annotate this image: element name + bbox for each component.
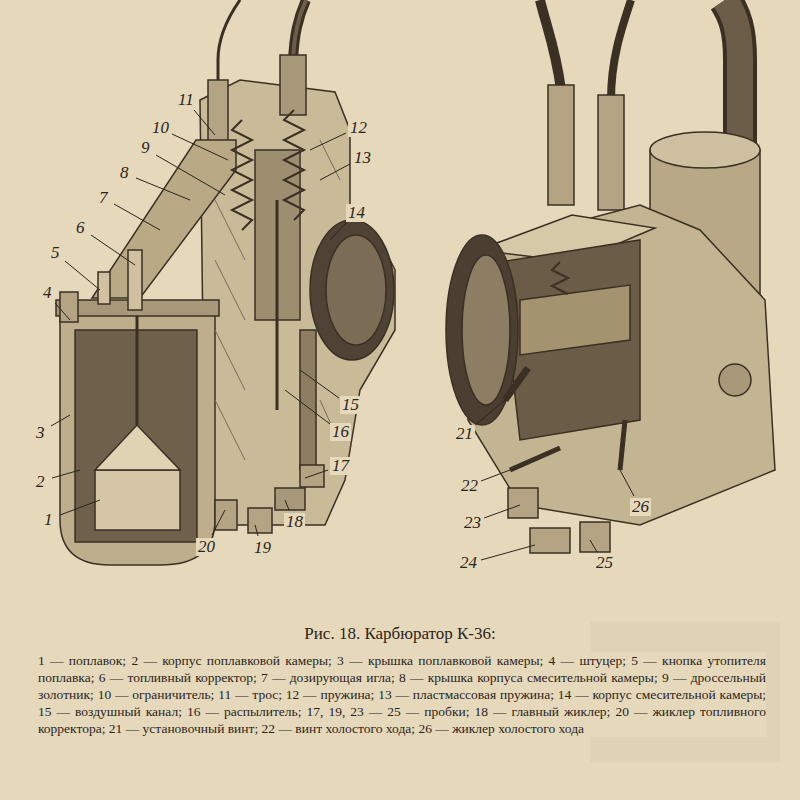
fitting: [548, 85, 574, 205]
float-chamber-top: [650, 132, 760, 168]
passage: [520, 285, 630, 355]
callout-number: 7: [97, 189, 110, 207]
leader-line: [590, 540, 597, 552]
callout-number: 13: [352, 149, 373, 167]
idle-screw: [510, 448, 560, 470]
plug: [530, 528, 570, 553]
tickler: [98, 272, 110, 304]
parts-key: 1 — поплавок; 2 — корпус поплавковой кам…: [38, 652, 766, 737]
idle-jet: [620, 420, 625, 470]
callout-number: 21: [454, 425, 475, 443]
cable: [218, 0, 240, 82]
plug: [580, 522, 610, 552]
leader-line: [60, 500, 100, 515]
leader-line: [136, 178, 190, 200]
carburetor-exterior: [446, 0, 775, 553]
leader-line: [305, 470, 328, 478]
bore-inner: [326, 235, 386, 345]
callout-number: 15: [340, 396, 361, 414]
callout-number: 26: [630, 498, 651, 516]
bore-inner: [462, 255, 510, 405]
callout-number: 19: [252, 539, 273, 557]
air-channel: [300, 330, 316, 470]
spring: [552, 262, 568, 294]
callout-number: 17: [330, 457, 351, 475]
float-cone: [95, 425, 180, 470]
callout-number: 5: [49, 244, 62, 262]
callout-number: 18: [284, 513, 305, 531]
plug: [215, 500, 237, 530]
callout-number: 24: [458, 554, 479, 572]
carburetor-cutaway: [56, 0, 395, 565]
figure-caption: Рис. 18. Карбюратор К-36:: [0, 624, 800, 644]
leader-line: [330, 222, 347, 240]
callout-number: 14: [346, 204, 367, 222]
fitting: [598, 95, 624, 210]
spring: [232, 120, 252, 230]
callout-number: 9: [139, 139, 152, 157]
leader-line: [65, 261, 100, 290]
chamber-cover: [92, 140, 236, 298]
leader-line: [474, 400, 505, 426]
cable: [540, 0, 561, 90]
callout-number: 8: [118, 164, 131, 182]
cable: [293, 0, 306, 62]
callout-number: 10: [150, 119, 171, 137]
leader-line: [91, 235, 135, 265]
spring: [284, 110, 304, 220]
plug: [248, 508, 272, 533]
leader-line: [172, 134, 228, 160]
leader-line: [310, 133, 346, 150]
callout-number: 25: [594, 554, 615, 572]
float-needle: [136, 300, 139, 425]
leader-line: [156, 155, 225, 195]
leader-line: [481, 470, 510, 481]
callout-number: 2: [34, 473, 47, 491]
adjusting-screw: [505, 368, 528, 400]
leader-lines: [51, 110, 634, 560]
callout-number: 6: [74, 219, 87, 237]
callout-number: 23: [462, 514, 483, 532]
bore: [310, 220, 394, 360]
callout-number: 3: [34, 424, 47, 442]
leader-line: [300, 370, 339, 398]
leader-line: [114, 204, 160, 230]
callout-number: 12: [348, 119, 369, 137]
leader-line: [481, 545, 535, 560]
callout-number: 20: [196, 538, 217, 556]
callout-number: 1: [42, 511, 55, 529]
cutaway: [500, 240, 640, 440]
callout-number: 22: [459, 477, 480, 495]
cable: [293, 0, 306, 62]
boss: [719, 364, 751, 396]
hatching: [215, 140, 340, 460]
leader-line: [484, 505, 520, 518]
fuel-fitting: [60, 292, 78, 322]
needle: [276, 200, 279, 410]
leader-line: [285, 500, 289, 510]
callout-number: 11: [176, 91, 196, 109]
leader-line: [620, 470, 634, 496]
leader-line: [194, 110, 215, 135]
leader-line: [212, 510, 225, 535]
leader-line: [285, 390, 330, 424]
cable: [611, 0, 631, 100]
plug: [508, 488, 538, 518]
corrector: [128, 250, 142, 310]
jet: [275, 488, 305, 510]
fitting: [280, 55, 306, 115]
leader-line: [320, 164, 350, 180]
leader-line: [52, 470, 80, 478]
leader-line: [51, 415, 70, 426]
leader-line: [255, 525, 258, 536]
callout-number: 4: [41, 284, 54, 302]
callout-number: 16: [330, 423, 351, 441]
leader-line: [55, 303, 70, 320]
float: [95, 470, 180, 530]
